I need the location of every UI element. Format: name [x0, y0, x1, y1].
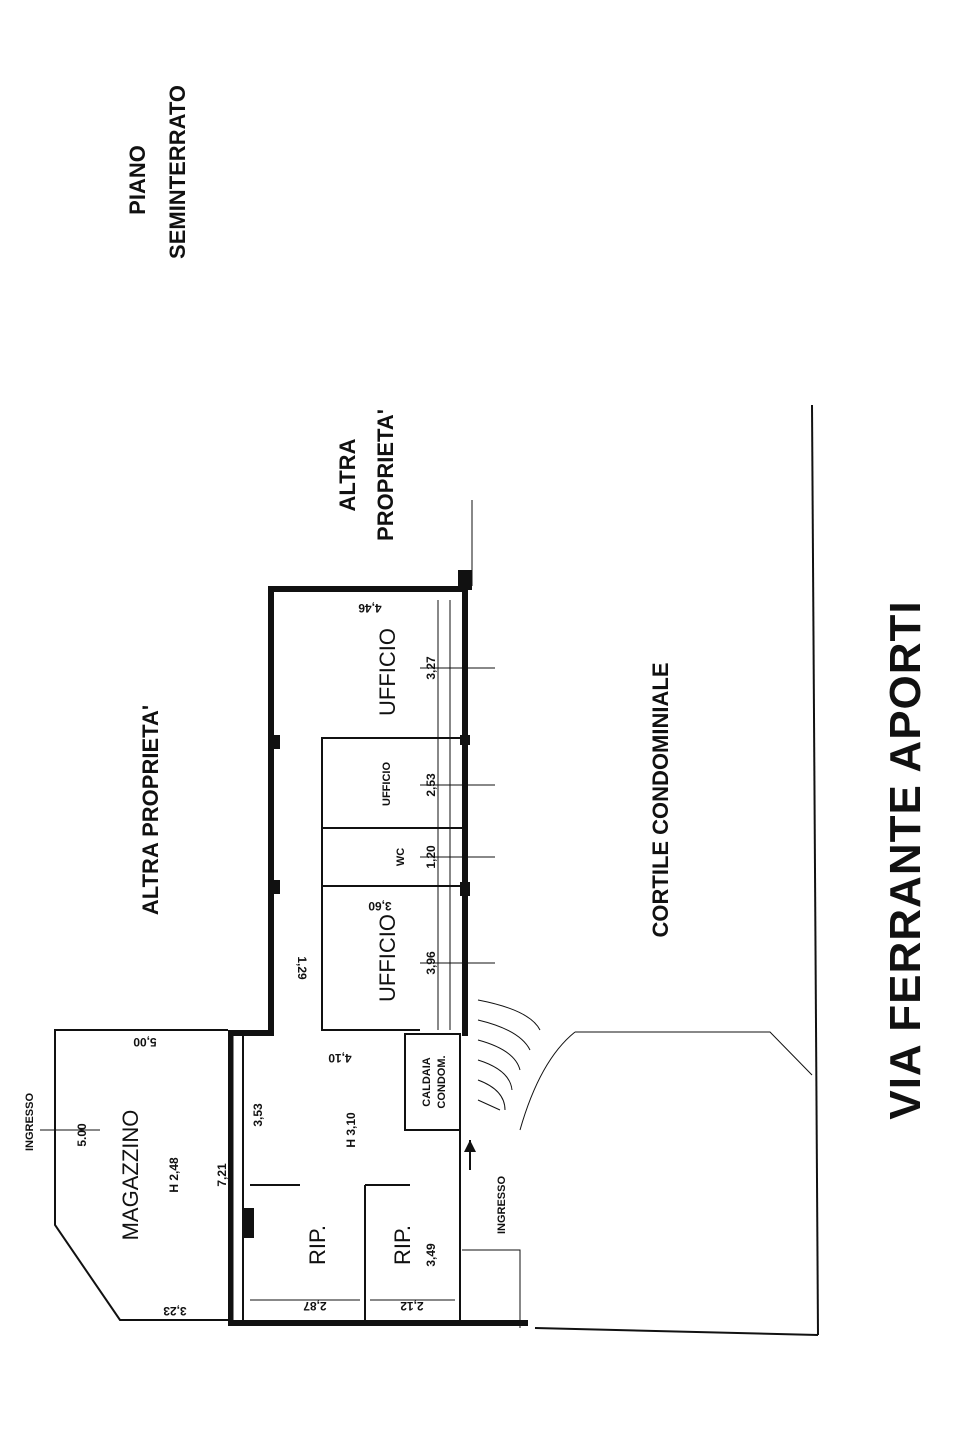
street-line — [811, 404, 819, 1336]
other-property-main: ALTRA PROPRIETA' — [138, 705, 163, 915]
room-central-height: H 3,10 — [344, 1112, 358, 1148]
room-caldaia-line1: CALDAIA — [421, 1057, 433, 1107]
dim-212: 2,12 — [400, 1299, 424, 1313]
entrance-ramp — [462, 1249, 521, 1328]
magazzino-outline — [54, 1029, 228, 1321]
wall-left-lower — [228, 1030, 233, 1326]
dim-721: 7,21 — [215, 1163, 229, 1187]
pillar-5 — [272, 880, 280, 894]
dim-396: 3,96 — [424, 951, 438, 975]
other-property-line1: ALTRA — [335, 438, 360, 511]
window-magazzino — [244, 1208, 254, 1238]
dim-360: 3,60 — [368, 899, 392, 913]
other-property-line2: PROPRIETA' — [373, 409, 398, 541]
dim-129: 1,29 — [295, 956, 309, 980]
room-magazzino: MAGAZZINO — [118, 1110, 143, 1241]
room-rip-left: RIP. — [305, 1225, 330, 1265]
dim-120: 1,20 — [424, 845, 438, 869]
room-magazzino-height: H 2,48 — [167, 1157, 181, 1193]
room-caldaia-line2: CONDOM. — [436, 1055, 448, 1108]
dim-253: 2,53 — [424, 773, 438, 797]
wall-left-upper — [268, 586, 274, 1036]
room-ufficio-mid: UFFICIO — [381, 762, 393, 806]
wall-top — [268, 586, 468, 592]
entrance-label-right: INGRESSO — [496, 1176, 508, 1235]
floor-title-line1: PIANO — [125, 145, 150, 215]
street-name: VIA FERRANTE APORTI — [881, 600, 930, 1119]
pillar-1 — [458, 570, 472, 590]
room-wc: WC — [395, 848, 407, 866]
dim-446: 4,46 — [358, 601, 382, 615]
wall-ufficio-mid — [321, 737, 462, 829]
room-ufficio-top: UFFICIO — [375, 628, 400, 716]
dim-349: 3,49 — [424, 1243, 438, 1267]
pillar-3 — [460, 882, 470, 896]
entrance-steps — [477, 999, 541, 1111]
wall-caldaia — [404, 1033, 461, 1131]
dim-323: 3,23 — [163, 1304, 187, 1318]
wall-step — [228, 1030, 274, 1036]
dim-353: 3,53 — [251, 1103, 265, 1127]
courtyard-corner — [575, 1031, 813, 1076]
room-rip-right: RIP. — [390, 1225, 415, 1265]
floor-title-line2: SEMINTERRATO — [165, 85, 190, 259]
wall-ufficio-low — [321, 886, 420, 1031]
entrance-arrow-head — [464, 1140, 476, 1152]
courtyard-curve — [519, 1031, 576, 1131]
wall-bottom — [228, 1320, 528, 1326]
wall-right-ufficio — [462, 586, 468, 1036]
street-line-bottom — [534, 1327, 819, 1336]
courtyard-label: CORTILE CONDOMINIALE — [648, 663, 673, 938]
dim-500-side: 5.00 — [75, 1123, 89, 1147]
dim-287: 2,87 — [303, 1299, 327, 1313]
pillar-4 — [272, 735, 280, 749]
room-ufficio-low: UFFICIO — [375, 914, 400, 1002]
dim-410: 4,10 — [328, 1051, 352, 1065]
entrance-label-left: INGRESSO — [24, 1093, 36, 1152]
dim-327: 3,27 — [424, 656, 438, 680]
pillar-2 — [460, 735, 470, 745]
dim-500-top: 5,00 — [133, 1035, 157, 1049]
